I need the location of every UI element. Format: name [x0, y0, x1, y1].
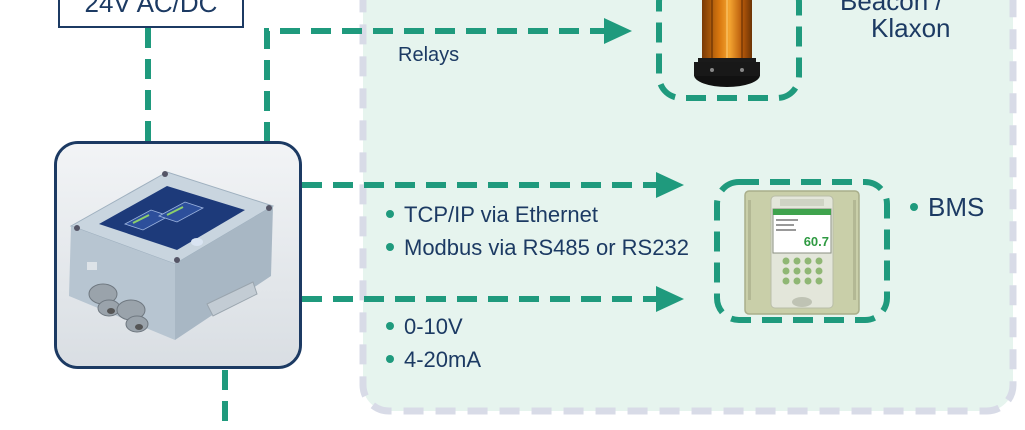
bullet	[386, 355, 394, 364]
bullet	[386, 322, 394, 331]
digital-output-text: Modbus via RS485 or RS232	[404, 235, 689, 260]
bms-display-value: 60.7	[804, 234, 829, 249]
bms-frame	[714, 179, 890, 323]
beacon-label-line1: Beacon /	[840, 0, 943, 16]
relays-label: Relays	[398, 44, 460, 66]
power-supply-label: 24V AC/DC	[84, 0, 218, 18]
relay-connector	[264, 28, 612, 142]
relay-arrowhead	[604, 18, 632, 44]
bms-label-text: BMS	[928, 192, 985, 222]
beacon-image	[694, 0, 760, 87]
leak-detector-device	[54, 141, 302, 369]
beacon-frame	[656, 0, 802, 101]
digital-output-item: TCP/IP via Ethernet	[386, 202, 598, 228]
digital-arrowhead	[656, 172, 684, 198]
bullet	[386, 210, 394, 219]
bms-label: BMS	[910, 192, 984, 223]
analog-output-text: 0-10V	[404, 314, 463, 339]
analog-arrowhead	[656, 286, 684, 312]
analog-output-item: 4-20mA	[386, 347, 481, 373]
digital-output-item: Modbus via RS485 or RS232	[386, 235, 689, 261]
beacon-label-line2: Klaxon	[871, 13, 951, 43]
leak-detector-image	[57, 144, 299, 366]
digital-output-text: TCP/IP via Ethernet	[404, 202, 599, 227]
analog-output-text: 4-20mA	[404, 347, 482, 372]
bms-bullet	[910, 203, 918, 212]
bms-controller-image: 60.7	[744, 190, 860, 315]
analog-output-item: 0-10V	[386, 314, 463, 340]
power-supply-box: 24V AC/DC	[58, 0, 244, 28]
bullet	[386, 243, 394, 252]
